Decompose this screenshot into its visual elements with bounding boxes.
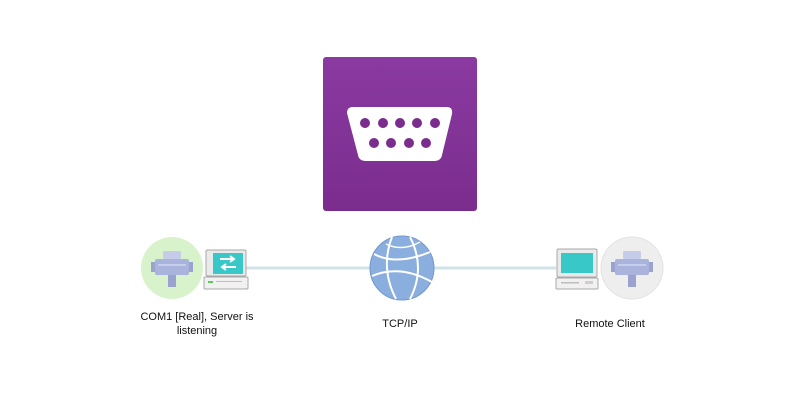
network-label: TCP/IP: [382, 318, 418, 330]
app-logo: [323, 57, 477, 211]
computer-icon: [555, 248, 599, 290]
serial-port-icon: [600, 236, 664, 300]
computer-transfer-icon: [203, 249, 249, 290]
serial-port-icon: [347, 107, 453, 161]
serial-port-icon: [141, 237, 203, 299]
globe-icon: [369, 235, 435, 301]
local-port-label: COM1 [Real], Server is listening: [140, 311, 254, 337]
remote-client-label: Remote Client: [575, 318, 645, 330]
